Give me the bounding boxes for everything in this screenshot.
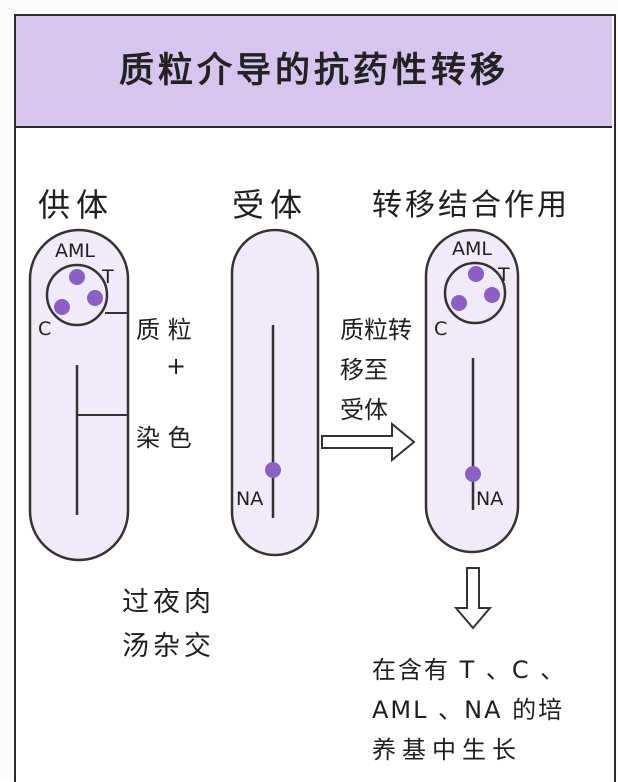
figure-title: 质粒介导的抗药性转移 [118,51,509,91]
recipient-cell [230,228,320,557]
result-arrow [453,567,493,630]
plus-sign: + [166,352,187,380]
conjugate-gene-aml-label: AML [452,238,492,260]
plasmid-label: 质 粒 [136,316,192,344]
conjugate-gene-t [484,287,500,303]
donor-gene-c [54,299,70,315]
conjugate-gene-na [465,466,481,482]
donor-gene-t [87,290,103,306]
recipient-gene-na [265,462,281,478]
conjugate-gene-na-label: NA [476,488,504,510]
donor-gene-aml [69,269,85,285]
result-label-line2: AML 、NA 的培 [372,696,565,724]
donor-gene-c-label: C [38,318,52,340]
conjugate-gene-c [451,295,467,311]
donor-gene-aml-label: AML [55,240,95,262]
conjugate-gene-c-label: C [434,318,448,340]
transfer-label-line3: 受体 [340,396,388,424]
title-bar [16,16,612,128]
culture-label-line2: 汤杂交 [122,631,215,662]
transfer-label-line2: 移至 [340,356,388,384]
conjugate-gene-aml [468,266,484,282]
result-label-line3: 养基中生长 [372,736,522,764]
recipient-header: 受体 [232,186,309,224]
conjugate-gene-t-label: T [498,264,510,286]
conjugate-header: 转移结合作用 [372,188,570,223]
transfer-label-line1: 质粒转 [340,316,412,344]
chromosome-label: 染 色 [136,424,192,452]
result-label-line1: 在含有 T 、C 、 [372,656,567,684]
donor-header: 供体 [38,186,115,224]
recipient-gene-na-label: NA [236,488,264,510]
transfer-arrow [321,421,416,463]
culture-label-line1: 过夜肉 [122,587,215,618]
donor-gene-t-label: T [102,266,114,288]
